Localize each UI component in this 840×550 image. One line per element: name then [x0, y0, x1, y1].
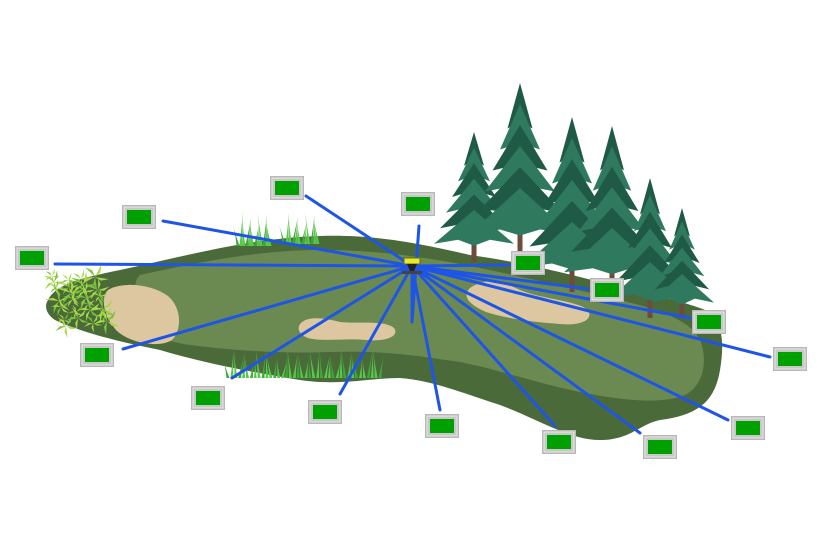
- sensor-nodes: [15, 176, 807, 459]
- sand-bunker-center: [298, 318, 396, 341]
- sensor-node-icon[interactable]: [731, 416, 765, 440]
- grass-tuft-right: [279, 211, 320, 244]
- sensor-node-icon[interactable]: [80, 343, 114, 367]
- network-link: [410, 264, 557, 428]
- network-link: [304, 194, 414, 268]
- sensor-node-icon[interactable]: [15, 246, 49, 270]
- network-link: [410, 264, 772, 359]
- network-links: [53, 194, 772, 435]
- sensor-node-icon[interactable]: [643, 435, 677, 459]
- pine-tree: [610, 178, 690, 318]
- network-link: [410, 264, 590, 291]
- sensor-node-icon[interactable]: [590, 278, 624, 302]
- network-link: [121, 264, 414, 351]
- pine-tree: [434, 132, 514, 262]
- fairway-inner: [135, 250, 704, 401]
- sensor-node-icon[interactable]: [692, 310, 726, 334]
- network-link: [230, 264, 414, 380]
- network-link: [410, 264, 642, 435]
- pine-trees: [434, 83, 714, 318]
- network-link: [410, 264, 442, 412]
- sensor-node-icon[interactable]: [191, 386, 225, 410]
- pine-tree: [650, 208, 714, 318]
- sensor-node-icon[interactable]: [425, 414, 459, 438]
- network-link: [161, 219, 414, 268]
- network-link: [410, 264, 692, 320]
- sensor-node-icon[interactable]: [773, 347, 807, 371]
- sensor-node-icon[interactable]: [122, 205, 156, 229]
- network-link: [338, 264, 414, 396]
- network-link: [53, 262, 414, 268]
- sand-bunker-left: [103, 284, 180, 345]
- sensor-node-icon[interactable]: [542, 430, 576, 454]
- sensor-node-icon[interactable]: [308, 400, 342, 424]
- sand-bunker-right: [466, 281, 590, 325]
- sensor-node-icon[interactable]: [511, 251, 545, 275]
- sensor-node-icon[interactable]: [270, 176, 304, 200]
- sensor-node-icon[interactable]: [401, 192, 435, 216]
- shrub-bush: [43, 264, 120, 338]
- network-link: [410, 264, 730, 422]
- access-point-icon[interactable]: [402, 257, 422, 274]
- network-link: [410, 263, 511, 268]
- sand-bunkers: [103, 281, 590, 345]
- vegetation: [43, 211, 384, 378]
